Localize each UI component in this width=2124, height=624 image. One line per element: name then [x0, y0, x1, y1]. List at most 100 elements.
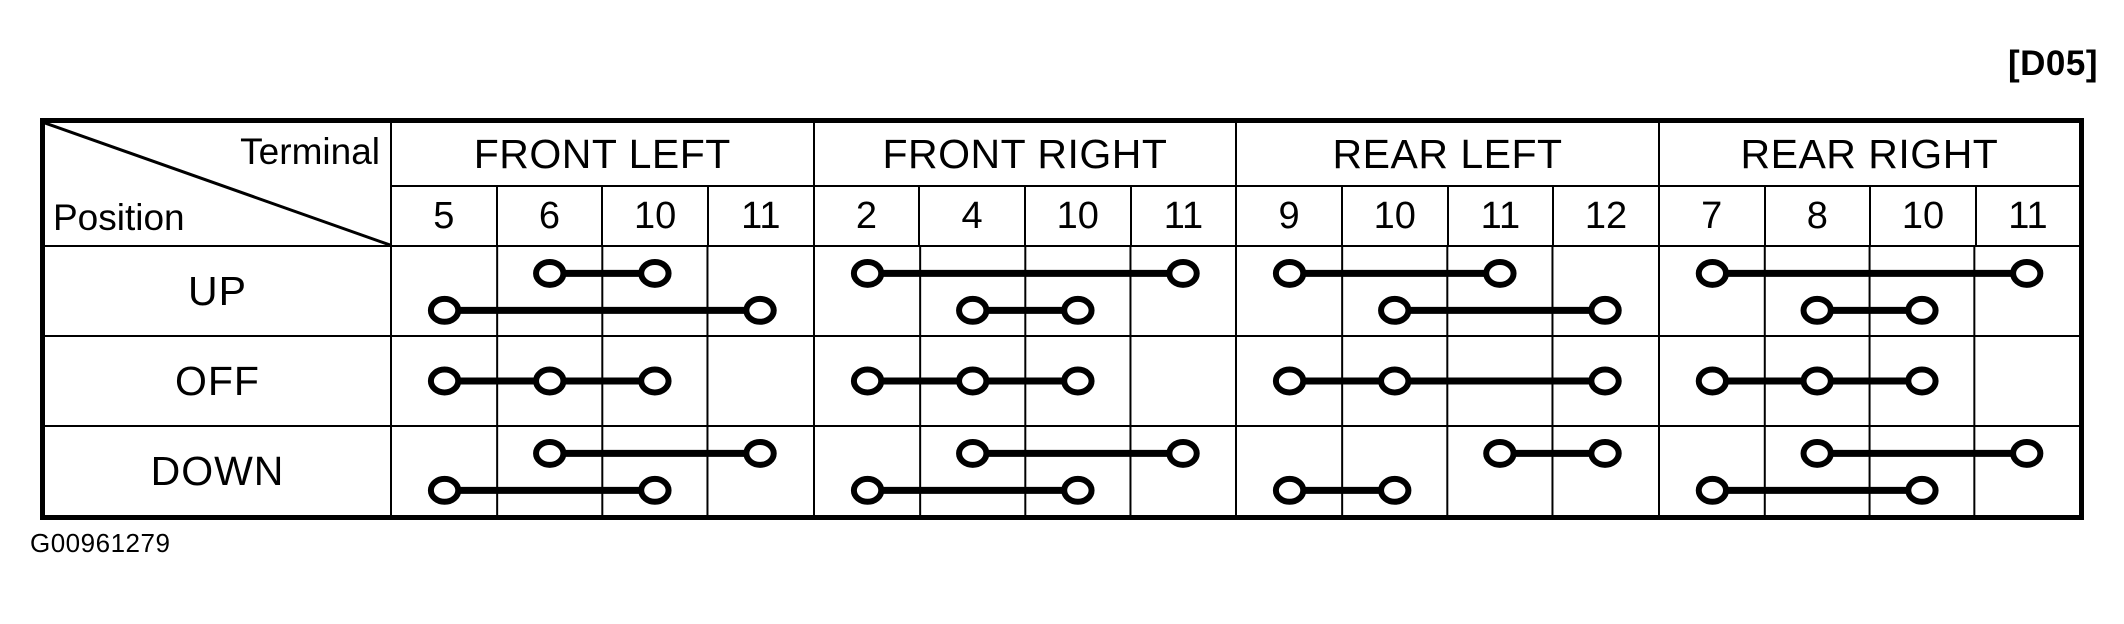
terminal-axis-label: Terminal: [240, 131, 380, 172]
terminal-node-icon: [641, 262, 668, 285]
terminal-node-icon: [1381, 479, 1408, 502]
terminal-header-fl-2: 6: [495, 185, 604, 247]
continuity-cell-off-front-left: [390, 335, 815, 427]
table-header-terminals-row: 5 6 10 11 2 4 10 11 9 10 11 12 7 8 10 11: [43, 185, 2083, 247]
terminal-node-icon: [641, 370, 668, 393]
terminal-node-icon: [1276, 370, 1303, 393]
terminal-node-icon: [1803, 370, 1830, 393]
terminal-header-rl-3: 11: [1446, 185, 1555, 247]
terminal-header-rr-2: 8: [1763, 185, 1872, 247]
terminal-node-icon: [854, 479, 881, 502]
terminal-node-icon: [746, 442, 773, 465]
terminal-header-fl-3: 10: [601, 185, 709, 247]
terminal-header-rl-4: 12: [1552, 185, 1660, 247]
terminal-node-icon: [1169, 262, 1196, 285]
terminal-node-icon: [431, 299, 458, 322]
terminal-node-icon: [854, 262, 881, 285]
continuity-cell-down-rear-left: [1235, 425, 1660, 519]
terminal-node-icon: [1908, 479, 1935, 502]
continuity-cell-up-front-right: [812, 245, 1238, 337]
terminal-node-icon: [959, 370, 986, 393]
terminal-node-icon: [1381, 299, 1408, 322]
terminal-node-icon: [1803, 299, 1830, 322]
continuity-diagram: [1237, 427, 1658, 515]
group-header-front-right: FRONT RIGHT: [812, 119, 1238, 187]
terminal-node-icon: [536, 442, 563, 465]
continuity-cell-off-front-right: [812, 335, 1238, 427]
continuity-cell-down-front-right: [812, 425, 1238, 519]
continuity-diagram: [1237, 337, 1658, 425]
terminal-header-fr-4: 11: [1129, 185, 1238, 247]
continuity-diagram: [1660, 337, 2079, 425]
terminal-node-icon: [1064, 370, 1091, 393]
continuity-diagram: [815, 427, 1236, 515]
terminal-node-icon: [959, 299, 986, 322]
terminal-node-icon: [1908, 299, 1935, 322]
terminal-node-icon: [1276, 262, 1303, 285]
continuity-cell-up-rear-right: [1657, 245, 2083, 337]
terminal-node-icon: [1486, 262, 1513, 285]
continuity-diagram: [392, 337, 813, 425]
terminal-node-icon: [1803, 442, 1830, 465]
terminal-node-icon: [959, 442, 986, 465]
continuity-cell-off-rear-right: [1657, 335, 2083, 427]
terminal-node-icon: [1592, 442, 1619, 465]
terminal-header-fl-1: 5: [390, 185, 498, 247]
terminal-node-icon: [431, 479, 458, 502]
continuity-diagram: [392, 427, 813, 515]
terminal-node-icon: [1699, 262, 1726, 285]
continuity-cell-up-rear-left: [1235, 245, 1660, 337]
corner-diagonal-icon: [45, 123, 390, 245]
terminal-node-icon: [2013, 262, 2040, 285]
terminal-node-icon: [1699, 479, 1726, 502]
table-row-down: DOWN: [41, 425, 2083, 519]
terminal-node-icon: [1276, 479, 1303, 502]
continuity-cell-off-rear-left: [1235, 335, 1660, 427]
terminal-node-icon: [431, 370, 458, 393]
terminal-node-icon: [1592, 299, 1619, 322]
terminal-node-icon: [536, 370, 563, 393]
terminal-node-icon: [1064, 479, 1091, 502]
terminal-node-icon: [854, 370, 881, 393]
group-header-rear-right: REAR RIGHT: [1657, 119, 2083, 187]
switch-continuity-table: Terminal Position FRONT LEFT FRONT RIGHT…: [40, 118, 2084, 520]
terminal-header-fr-2: 4: [918, 185, 1026, 247]
terminal-node-icon: [536, 262, 563, 285]
table-row-off: OFF: [41, 335, 2083, 427]
terminal-header-fl-4: 11: [706, 185, 815, 247]
continuity-diagram: [815, 337, 1236, 425]
terminal-header-fr-3: 10: [1023, 185, 1132, 247]
terminal-node-icon: [1064, 299, 1091, 322]
terminal-node-icon: [1486, 442, 1513, 465]
terminal-node-icon: [1592, 370, 1619, 393]
terminal-node-icon: [1381, 370, 1408, 393]
figure-id-caption: G00961279: [30, 528, 171, 558]
continuity-cell-up-front-left: [390, 245, 815, 337]
document-code: [D05]: [2007, 44, 2098, 83]
terminal-node-icon: [1699, 370, 1726, 393]
terminal-header-fr-1: 2: [812, 185, 921, 247]
terminal-node-icon: [1169, 442, 1196, 465]
terminal-header-rr-3: 10: [1869, 185, 1977, 247]
terminal-header-rr-4: 11: [1974, 185, 2083, 247]
continuity-diagram: [1660, 247, 2079, 335]
position-label-off: OFF: [41, 335, 392, 427]
group-header-rear-left: REAR LEFT: [1235, 119, 1660, 187]
continuity-diagram: [1660, 427, 2079, 515]
table-row-up: UP: [41, 245, 2083, 337]
switch-continuity-table-wrapper: Terminal Position FRONT LEFT FRONT RIGHT…: [40, 118, 2084, 520]
corner-axis-cell: Terminal Position: [41, 119, 392, 247]
terminal-node-icon: [2013, 442, 2040, 465]
position-label-down: DOWN: [41, 425, 392, 519]
terminal-node-icon: [746, 299, 773, 322]
terminal-node-icon: [1908, 370, 1935, 393]
continuity-cell-down-rear-right: [1657, 425, 2083, 519]
terminal-header-rr-1: 7: [1657, 185, 1766, 247]
continuity-diagram: [1237, 247, 1658, 335]
terminal-header-rl-1: 9: [1235, 185, 1343, 247]
terminal-node-icon: [641, 479, 668, 502]
terminal-header-rl-2: 10: [1340, 185, 1449, 247]
continuity-cell-down-front-left: [390, 425, 815, 519]
group-header-front-left: FRONT LEFT: [390, 119, 815, 187]
